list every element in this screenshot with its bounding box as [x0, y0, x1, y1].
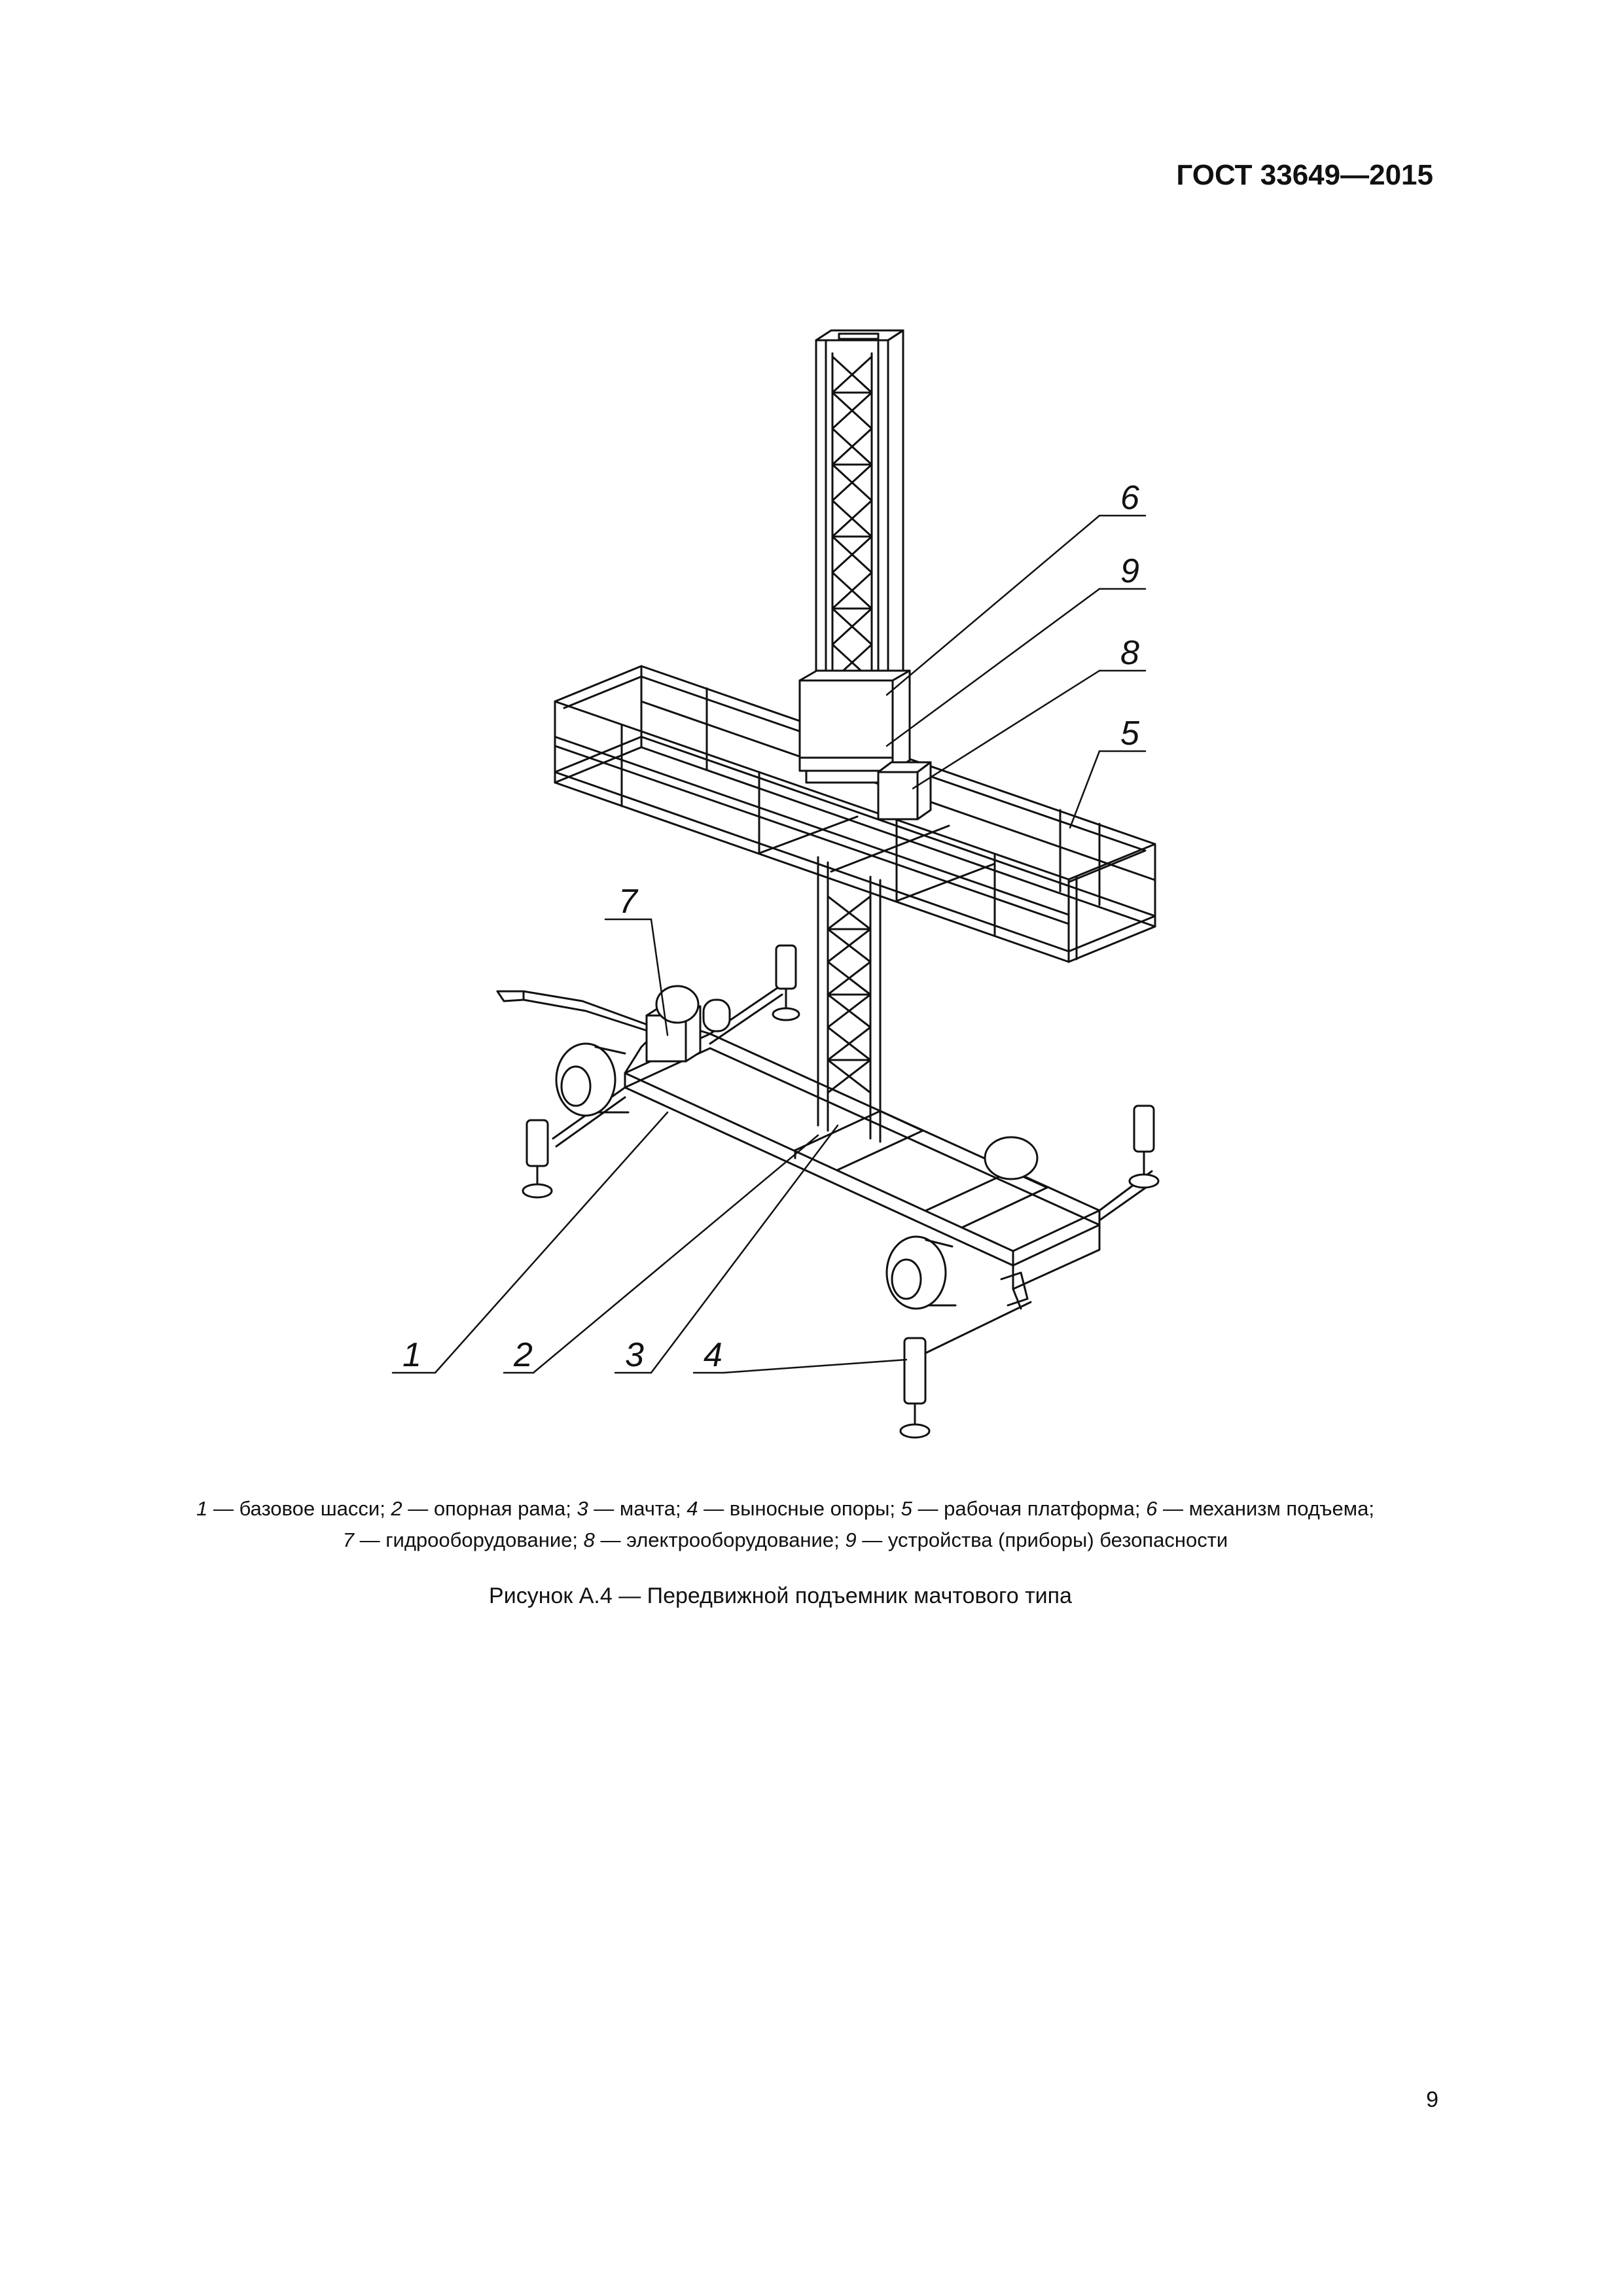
callout-3: 3	[625, 1336, 644, 1374]
legend-text: — опорная рама;	[402, 1497, 577, 1520]
wheel-rear-right	[655, 985, 700, 1024]
legend-text: — устройства (приборы) безопасности	[856, 1528, 1228, 1551]
legend-text: — выносные опоры;	[698, 1497, 901, 1520]
mast-lower	[817, 856, 882, 1143]
wheel-front-left	[555, 1042, 630, 1117]
document-header: ГОСТ 33649—2015	[1176, 159, 1433, 191]
callout-5: 5	[1120, 715, 1140, 752]
legend-num: 6	[1146, 1497, 1158, 1520]
legend-num: 4	[687, 1497, 698, 1520]
wheel-front-right	[885, 1235, 957, 1310]
figure-legend: 1 — базовое шасси; 2 — опорная рама; 3 —…	[131, 1493, 1440, 1556]
legend-text: — мачта;	[588, 1497, 687, 1520]
page-number: 9	[1426, 2087, 1438, 2112]
callout-6: 6	[1120, 479, 1139, 517]
callout-9: 9	[1120, 552, 1139, 590]
legend-line-1: 1 — базовое шасси; 2 — опорная рама; 3 —…	[131, 1493, 1440, 1525]
figure-caption: Рисунок А.4 — Передвижной подъемник мачт…	[489, 1583, 1072, 1608]
outrigger-jack-back-left	[772, 944, 800, 1021]
mast-upper	[815, 329, 904, 688]
callout-8: 8	[1120, 634, 1139, 672]
outrigger-jack-back-right	[1128, 1104, 1160, 1189]
callout-leaders	[391, 514, 1147, 1374]
chassis-frame	[496, 983, 1156, 1356]
outrigger-jack-front-right	[899, 1337, 931, 1439]
legend-text: — рабочая платформа;	[912, 1497, 1147, 1520]
outrigger-jack-front-left	[522, 1119, 553, 1199]
callout-1: 1	[402, 1336, 421, 1374]
legend-text: — механизм подъема;	[1157, 1497, 1374, 1520]
legend-num: 9	[845, 1528, 857, 1551]
callout-7: 7	[618, 883, 639, 921]
legend-num: 8	[583, 1528, 595, 1551]
legend-num: 3	[577, 1497, 588, 1520]
callout-2: 2	[513, 1336, 533, 1374]
electrical-equipment-box	[877, 761, 932, 821]
legend-num: 5	[901, 1497, 912, 1520]
legend-num: 1	[196, 1497, 208, 1520]
wheel-rear-left	[984, 1136, 1039, 1180]
legend-line-2: 7 — гидрооборудование; 8 — электрооборуд…	[131, 1525, 1440, 1556]
legend-text: — базовое шасси;	[207, 1497, 391, 1520]
legend-num: 7	[342, 1528, 354, 1551]
lifting-mechanism	[798, 669, 911, 784]
legend-text: — электрооборудование;	[594, 1528, 846, 1551]
mast-lift-drawing: 6 9 8 5 7 1 2 3 4	[391, 329, 1160, 1439]
legend-num: 2	[391, 1497, 402, 1520]
callout-4: 4	[704, 1336, 722, 1374]
legend-text: — гидрооборудование;	[353, 1528, 584, 1551]
